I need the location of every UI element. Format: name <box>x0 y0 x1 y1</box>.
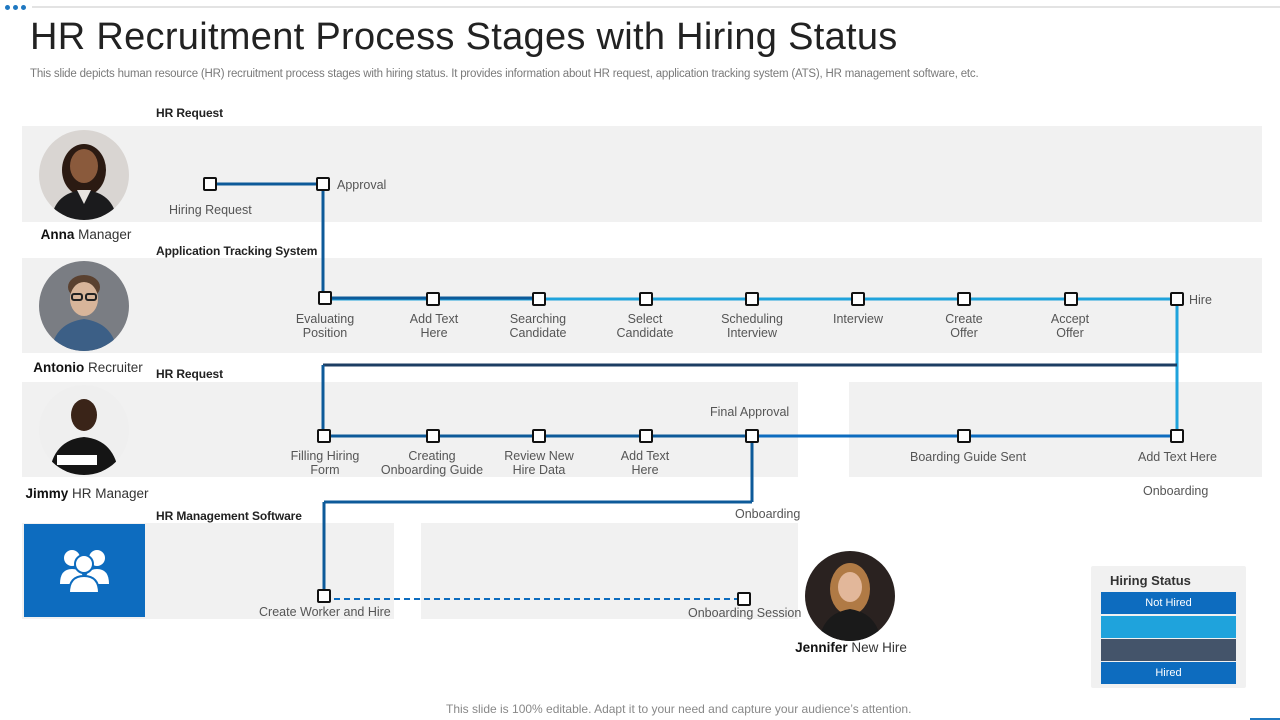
node-hire[interactable] <box>1170 292 1184 306</box>
band-hr-request-2-right <box>849 382 1262 477</box>
hrms-users-icon <box>24 524 145 617</box>
node-scheduling-interview[interactable] <box>745 292 759 306</box>
label-filling-hiring-form: Filling Hiring Form <box>290 449 360 477</box>
menu-dots-icon <box>5 5 26 10</box>
avatar-antonio <box>39 261 129 351</box>
node-final-approval[interactable] <box>745 429 759 443</box>
corner-accent <box>1250 718 1280 720</box>
node-searching-candidate[interactable] <box>532 292 546 306</box>
node-approval[interactable] <box>316 177 330 191</box>
label-add-text-3: Add Text Here <box>1138 450 1217 464</box>
node-interview[interactable] <box>851 292 865 306</box>
node-add-text-1[interactable] <box>426 292 440 306</box>
node-filling-hiring-form[interactable] <box>317 429 331 443</box>
label-hiring-request: Hiring Request <box>169 203 252 217</box>
person-jennifer: Jennifer New Hire <box>795 640 907 655</box>
label-hire: Hire <box>1189 293 1212 307</box>
node-hiring-request[interactable] <box>203 177 217 191</box>
node-add-text-2[interactable] <box>639 429 653 443</box>
label-approval: Approval <box>337 178 387 192</box>
section-label-hr-request-2: HR Request <box>156 367 224 381</box>
label-boarding-guide-sent: Boarding Guide Sent <box>910 450 1027 464</box>
person-antonio: Antonio Recruiter <box>33 360 143 375</box>
avatar-jimmy <box>39 385 129 475</box>
label-final-approval: Final Approval <box>710 405 790 419</box>
label-create-worker-and-hire: Create Worker and Hire <box>259 605 391 619</box>
label-onboarding-right: Onboarding <box>1143 484 1209 498</box>
section-label-hrms: HR Management Software <box>156 509 302 523</box>
legend-hired: Hired <box>1101 662 1236 684</box>
band-hrms-mid <box>421 523 798 619</box>
section-label-hr-request: HR Request <box>156 106 224 120</box>
top-divider <box>32 6 1280 8</box>
label-searching-candidate: Searching Candidate <box>509 312 567 340</box>
footer-note: This slide is 100% editable. Adapt it to… <box>446 702 912 716</box>
label-creating-onboarding-guide: Creating Onboarding Guide <box>380 449 484 477</box>
node-onboarding-session[interactable] <box>737 592 751 606</box>
band-hr-request <box>22 126 1262 222</box>
legend-swatch-dark <box>1101 639 1236 661</box>
legend-swatch-light-blue <box>1101 616 1236 638</box>
label-select-candidate: Select Candidate <box>616 312 674 340</box>
legend-not-hired: Not Hired <box>1101 592 1236 614</box>
page-subtitle: This slide depicts human resource (HR) r… <box>30 68 979 80</box>
node-create-worker-and-hire[interactable] <box>317 589 331 603</box>
node-accept-offer[interactable] <box>1064 292 1078 306</box>
node-creating-onboarding-guide[interactable] <box>426 429 440 443</box>
label-onboarding-session: Onboarding Session <box>688 606 802 620</box>
label-add-text-2: Add Text Here <box>620 449 670 477</box>
label-accept-offer: Accept Offer <box>1050 312 1090 340</box>
label-onboarding-mid: Onboarding <box>735 507 801 521</box>
node-add-text-3[interactable] <box>1170 429 1184 443</box>
legend-title: Hiring Status <box>1110 573 1191 588</box>
page-title: HR Recruitment Process Stages with Hirin… <box>30 16 898 58</box>
person-jimmy: Jimmy HR Manager <box>25 486 149 501</box>
node-select-candidate[interactable] <box>639 292 653 306</box>
person-anna: Anna Manager <box>40 227 132 242</box>
section-label-ats: Application Tracking System <box>156 244 318 258</box>
node-create-offer[interactable] <box>957 292 971 306</box>
label-interview: Interview <box>832 312 884 326</box>
label-review-new-hire-data: Review New Hire Data <box>504 449 574 477</box>
node-evaluating-position[interactable] <box>318 291 332 305</box>
avatar-jennifer <box>805 551 895 641</box>
label-add-text-1: Add Text Here <box>409 312 459 340</box>
node-boarding-guide-sent[interactable] <box>957 429 971 443</box>
band-hr-request-2-left <box>22 382 798 477</box>
node-review-new-hire-data[interactable] <box>532 429 546 443</box>
label-scheduling-interview: Scheduling Interview <box>721 312 783 340</box>
label-create-offer: Create Offer <box>945 312 983 340</box>
label-evaluating-position: Evaluating Position <box>295 312 355 340</box>
avatar-anna <box>39 130 129 220</box>
